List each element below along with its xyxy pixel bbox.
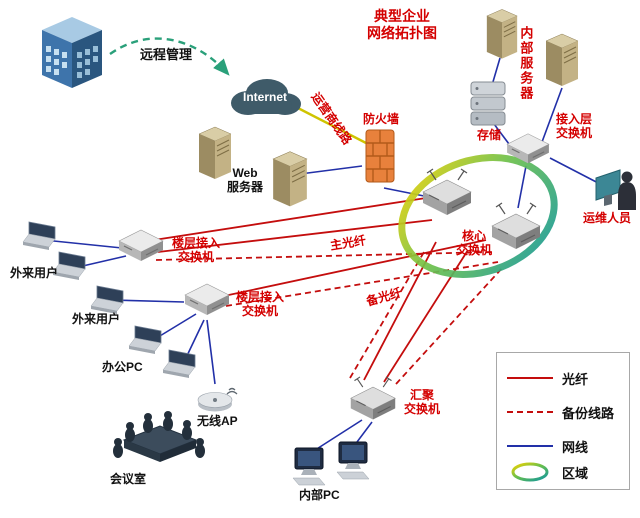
legend-ethernet-label: 网线: [562, 439, 589, 455]
legend-row-ethernet: 网线: [507, 435, 588, 457]
office-pc-label: 办公PC: [102, 360, 143, 374]
firewall-icon: [365, 129, 395, 183]
legend-row-zone: 区域: [507, 461, 588, 483]
carrier-link-line: [293, 104, 369, 146]
wireless-ap-icon: [197, 387, 238, 412]
backup-line-sample: [507, 411, 553, 413]
internal-servers-label: 内部服务器: [518, 26, 534, 101]
core-switch-icon: [491, 202, 541, 249]
fiber-line-sample: [507, 377, 553, 379]
external-users-1-label: 外来用户: [10, 266, 59, 280]
access-switch-label: 接入层 交换机: [555, 112, 592, 141]
ops-person-icon: [595, 169, 636, 210]
core-zone-ring: [398, 154, 558, 278]
web-server-icon: [198, 126, 232, 179]
conference-room-icon: [113, 411, 205, 462]
internet-label: Internet: [242, 90, 287, 104]
legend-row-fiber: 光纤: [507, 367, 588, 389]
external-users-2-label: 外来用户: [72, 312, 121, 326]
building-icon: [42, 17, 102, 88]
internet-cloud-icon: [231, 79, 301, 115]
aggregation-switch-icon: [350, 376, 396, 420]
legend-row-backup: 备份线路: [507, 401, 614, 423]
floor-switch-2-label: 楼层接入 交换机: [235, 290, 284, 319]
storage-icon: [470, 81, 506, 126]
laptop-icon: [90, 285, 124, 314]
laptop-icon: [128, 325, 162, 354]
floor-switch-icon: [184, 283, 230, 315]
zone-ring-icon: [511, 462, 549, 482]
legend-fiber-label: 光纤: [562, 371, 589, 387]
backup-lines: [155, 251, 505, 385]
laptop-icon: [22, 221, 56, 250]
legend-box: 光纤 备份线路 网线 区域: [496, 352, 630, 490]
meeting-room-label: 会议室: [110, 472, 147, 486]
web-server-icon: [272, 151, 308, 207]
title-line1: 典型企业: [374, 8, 430, 24]
web-server-label: Web 服务器: [226, 166, 263, 195]
internal-server-icon: [486, 9, 518, 59]
desktop-pc-icon: [292, 447, 326, 486]
floor-switch-1-label: 楼层接入 交换机: [171, 236, 220, 265]
remote-mgmt-arrow: [109, 37, 230, 76]
internal-server-icon: [545, 33, 579, 86]
legend-zone-label: 区域: [562, 465, 589, 481]
ops-staff-label: 运维人员: [583, 211, 632, 225]
core-switch-label: 核心 交换机: [455, 229, 492, 258]
firewall-label: 防火墙: [362, 112, 399, 126]
ethernet-line-sample: [507, 445, 553, 447]
internal-pc-label: 内部PC: [299, 488, 340, 502]
remote-mgmt-label: 远程管理: [140, 47, 193, 62]
floor-switch-icon: [118, 229, 164, 261]
laptop-icon: [52, 251, 86, 280]
aggregation-switch-label: 汇聚 交换机: [403, 388, 440, 417]
diagram-title: 典型企业 网络拓扑图: [358, 8, 446, 41]
storage-label: 存储: [476, 128, 501, 142]
legend-backup-label: 备份线路: [562, 405, 615, 421]
wireless-ap-label: 无线AP: [197, 414, 238, 428]
desktop-pc-icon: [336, 441, 370, 480]
laptop-icon: [162, 349, 196, 378]
core-switch-icon: [422, 168, 472, 215]
access-switch-icon: [506, 133, 550, 164]
title-line2: 网络拓扑图: [367, 24, 437, 41]
